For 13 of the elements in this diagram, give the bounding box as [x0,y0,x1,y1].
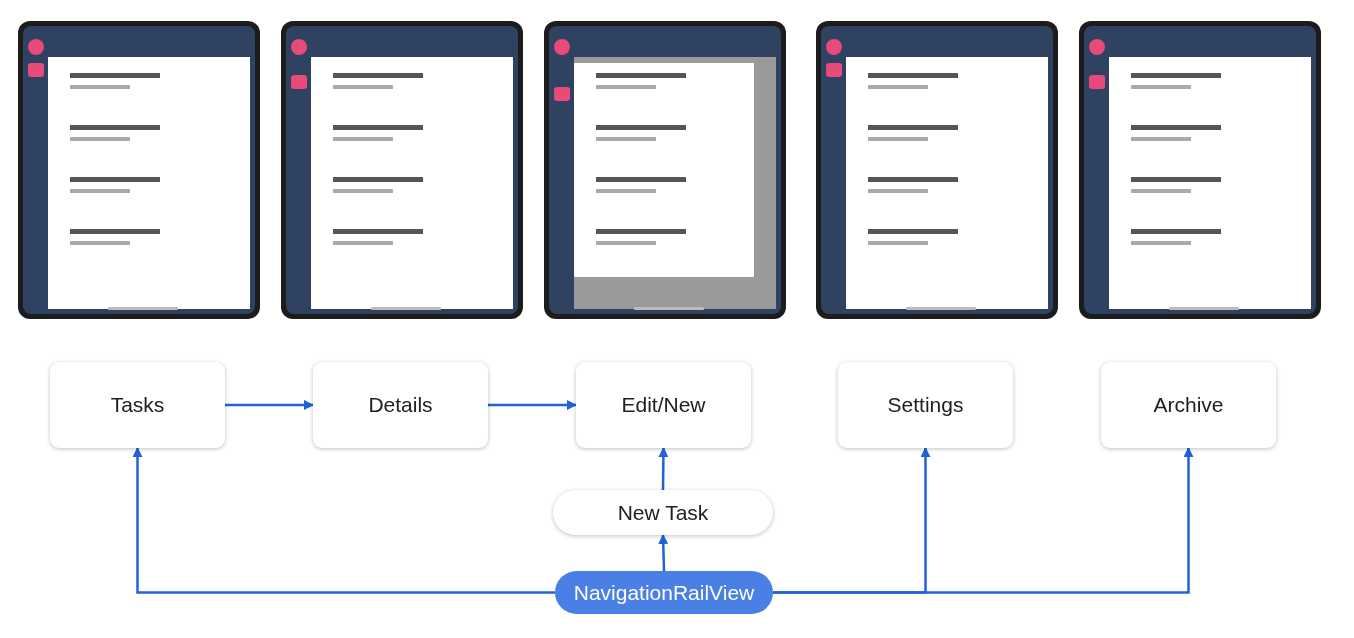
arrow [132,447,555,594]
screen-box: Details [313,362,488,448]
arrow [488,400,577,410]
arrow [658,534,669,572]
arrow [773,447,1194,594]
screen-box: Archive [1101,362,1276,448]
screen-box: Tasks [50,362,225,448]
action-pill: New Task [553,490,773,535]
screen-box: Edit/New [576,362,751,448]
arrow [658,447,669,490]
arrow [225,400,314,410]
navigation-pill: NavigationRailView [555,571,773,614]
screen-box: Settings [838,362,1013,448]
